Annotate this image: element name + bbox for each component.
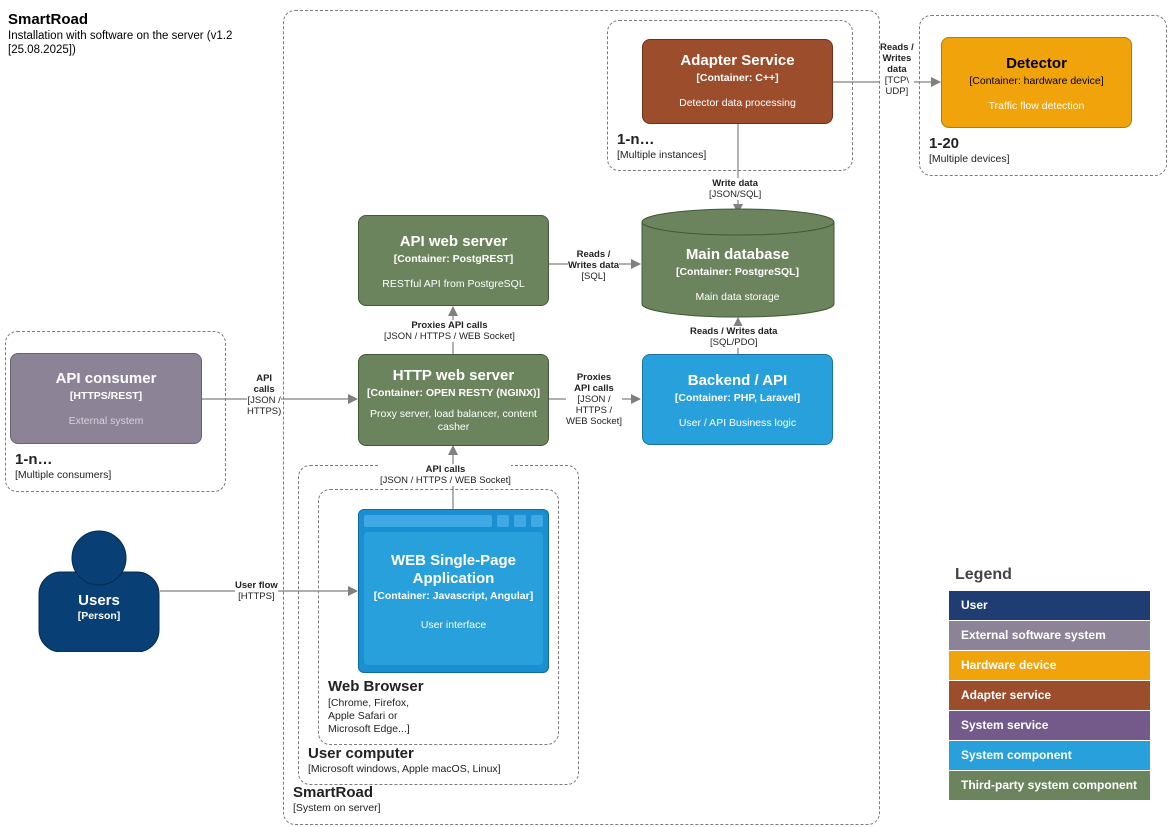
edge-label-http-api: Proxies API calls[JSON / HTTPS / WEB Soc… <box>384 320 515 342</box>
api-web-server-node: API web server [Container: PostgREST] RE… <box>358 215 549 306</box>
users-tech: [Person] <box>77 610 121 622</box>
detector-node: Detector [Container: hardware device] Tr… <box>941 37 1132 128</box>
spa-window-frame <box>358 509 549 673</box>
legend-item-external-software-system: External software system <box>949 621 1150 650</box>
api-consumer-title: API consumer <box>55 370 157 387</box>
api-server-tech: [Container: PostgREST] <box>393 253 514 265</box>
spa-desc: User interface <box>420 619 487 631</box>
database-title: Main database <box>685 246 790 263</box>
http-server-tech: [Container: OPEN RESTY (NGINX)] <box>366 387 541 399</box>
consumer-boundary-title: 1-n… <box>15 451 53 468</box>
web-browser-sub-2: Apple Safari or <box>328 710 398 722</box>
spa-window-titlebar <box>364 515 492 527</box>
detector-desc: Traffic flow detection <box>988 100 1085 112</box>
edge-label-db-backend: Reads / Writes data[SQL/PDO] <box>690 326 778 348</box>
detector-boundary-sub: [Multiple devices] <box>929 153 1010 165</box>
smartroad-system-boundary <box>283 10 880 825</box>
api-consumer-node: API consumer [HTTPS/REST] External syste… <box>10 353 202 444</box>
detector-title: Detector <box>1006 55 1067 72</box>
adapter-boundary-sub: [Multiple instances] <box>617 149 707 161</box>
backend-desc: User / API Business logic <box>678 417 797 429</box>
spa-tech: [Container: Javascript, Angular] <box>373 590 534 602</box>
api-consumer-desc: External system <box>68 415 144 427</box>
main-database-node: Main database [Container: PostgreSQL] Ma… <box>642 232 833 312</box>
edge-label-adapter-db: Write data[JSON/SQL] <box>709 178 762 200</box>
diagram-subtitle-line1: Installation with software on the server… <box>8 30 233 42</box>
spa-window-btn-2 <box>514 515 526 527</box>
spa-window-content <box>364 532 543 665</box>
legend-title: Legend <box>955 566 1012 583</box>
adapter-boundary-title: 1-n… <box>617 131 655 148</box>
legend-item-hardware-device: Hardware device <box>949 651 1150 680</box>
consumer-boundary-sub: [Multiple consumers] <box>15 469 112 481</box>
detector-devices-boundary <box>919 15 1167 176</box>
spa-window-btn-1 <box>497 515 509 527</box>
diagram-subtitle-line2: [25.08.2025]) <box>8 44 76 56</box>
system-boundary-title: SmartRoad <box>293 784 374 801</box>
database-desc: Main data storage <box>695 291 780 303</box>
legend-item-system-service: System service <box>949 711 1150 740</box>
consumer-boundary <box>5 331 226 492</box>
adapter-instances-boundary <box>607 20 853 171</box>
http-server-desc: Proxy server, load balancer, content cas… <box>370 408 537 433</box>
database-tech: [Container: PostgreSQL] <box>675 266 800 278</box>
system-boundary-sub: [System on server] <box>293 802 381 814</box>
legend-item-system-component: System component <box>949 741 1150 770</box>
adapter-title: Adapter Service <box>680 52 795 69</box>
detector-tech: [Container: hardware device] <box>969 75 1104 87</box>
edge-label-spa-http: API calls[JSON / HTTPS / WEB Socket] <box>380 464 511 486</box>
spa-title-line1: WEB Single-Page <box>390 552 517 569</box>
user-computer-title: User computer <box>308 745 414 762</box>
backend-title: Backend / API <box>687 372 788 389</box>
user-computer-sub: [Microsoft windows, Apple macOS, Linux] <box>308 763 501 775</box>
spa-window-btn-3 <box>531 515 543 527</box>
api-server-title: API web server <box>399 233 508 250</box>
diagram-title: SmartRoad <box>8 11 89 28</box>
edge-label-users-spa: User flow[HTTPS] <box>235 580 278 602</box>
legend-item-user: User <box>949 591 1150 620</box>
http-server-title: HTTP web server <box>392 367 515 384</box>
http-web-server-node: HTTP web server [Container: OPEN RESTY (… <box>358 354 549 446</box>
adapter-tech: [Container: C++] <box>696 72 779 84</box>
main-database-shape <box>641 208 835 318</box>
detector-boundary-title: 1-20 <box>929 135 960 152</box>
adapter-desc: Detector data processing <box>679 97 796 109</box>
web-browser-boundary <box>318 489 559 745</box>
users-title: Users <box>78 592 120 609</box>
web-browser-title: Web Browser <box>328 678 424 695</box>
api-server-desc: RESTful API from PostgreSQL <box>382 278 525 290</box>
legend-item-adapter-service: Adapter service <box>949 681 1150 710</box>
edge-label-api-db: Reads /Writes data[SQL] <box>568 249 620 282</box>
users-person-shape <box>38 530 160 652</box>
web-browser-sub-1: [Chrome, Firefox, <box>328 697 410 709</box>
users-node: Users [Person] <box>38 592 160 632</box>
backend-tech: [Container: PHP, Laravel] <box>674 392 801 404</box>
api-consumer-tech: [HTTPS/REST] <box>69 390 143 402</box>
spa-title-line2: Application <box>412 570 495 587</box>
adapter-service-node: Adapter Service [Container: C++] Detecto… <box>642 39 833 124</box>
legend-item-third-party-component: Third-party system component <box>949 771 1150 800</box>
web-browser-sub-3: Microsoft Edge...] <box>328 723 410 735</box>
spa-node: WEB Single-Page Application [Container: … <box>358 540 549 660</box>
backend-api-node: Backend / API [Container: PHP, Laravel] … <box>642 354 833 445</box>
